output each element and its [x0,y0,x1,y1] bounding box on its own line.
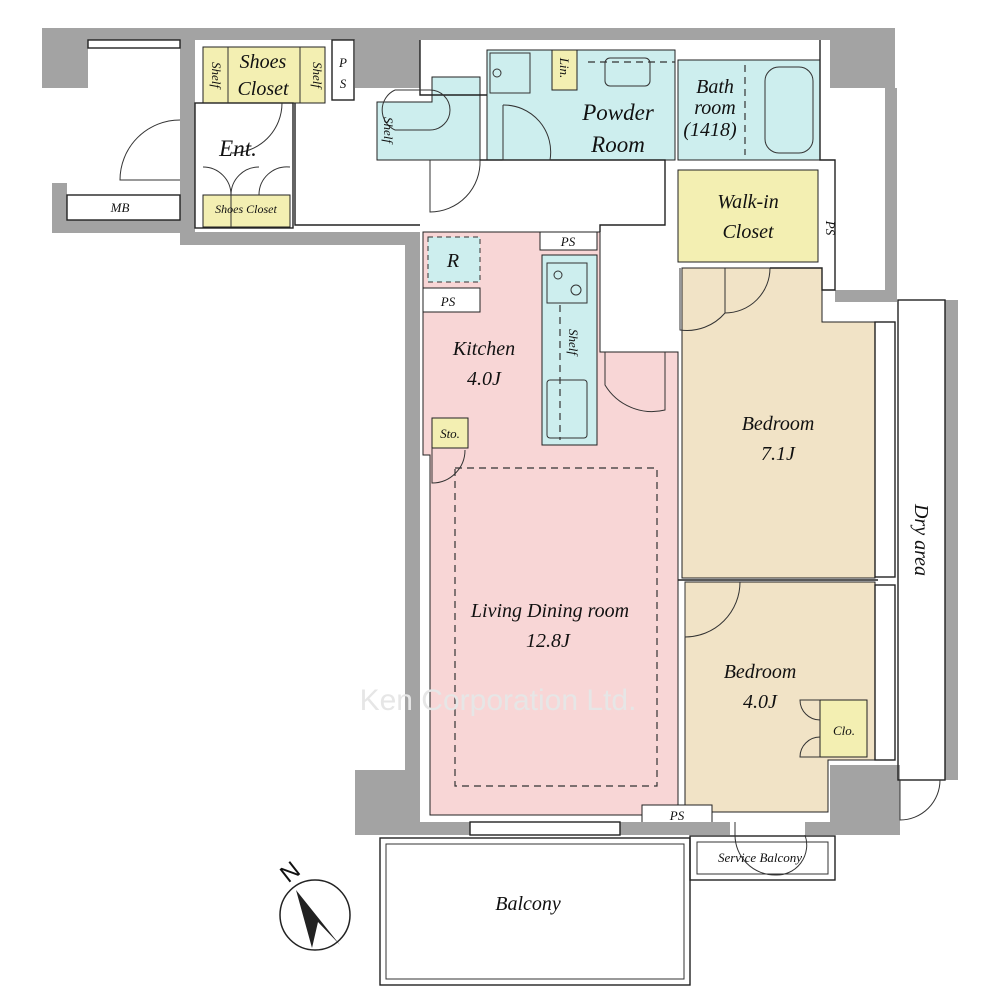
room-labels: Shoes Closet Shelf Shelf Shelf Shelf P S… [110,51,932,915]
kitchen-size: 4.0J [467,368,502,390]
shoes-closet-bottom [202,194,291,228]
kitchen-counter [541,254,598,446]
mb-label: MB [110,200,130,215]
living-dining-size: 12.8J [526,630,571,652]
balcony-label: Balcony [495,893,561,915]
shelf-label: Shelf [381,117,396,145]
shelf-label: Shelf [566,329,581,357]
shoes-closet-bottom-label: Shoes Closet [215,202,277,216]
ps-box-kitchen [539,231,598,251]
toilet-room [376,76,481,161]
ps-label: S [340,76,347,91]
storage-label: Sto. [440,426,460,441]
fixtures [66,39,946,986]
kitchen-label: Kitchen [452,338,515,360]
ps-box-left [422,287,481,313]
bathroom-label: Bath [696,76,734,98]
bedroom-1-size: 7.1J [761,443,796,465]
entrance-label: Ent. [218,136,257,161]
dry-area-label: Dry area [910,503,932,576]
refrigerator-label: R [446,250,459,272]
powder-room-label: Room [590,132,645,157]
storage-closet [431,417,469,449]
linen-closet [551,49,578,91]
walk-in-closet-label: Walk-in [717,191,778,213]
closet-label: Clo. [833,723,855,738]
linen-label: Lin. [557,57,572,79]
ps-label: PS [823,220,838,236]
refrigerator-space [427,236,481,283]
ps-label: P [338,55,347,70]
service-balcony-label: Service Balcony [718,850,802,865]
bathroom [677,59,821,161]
watermark: Ken Corporation Ltd. [360,684,637,717]
shelf-label: Shelf [310,62,325,90]
bedroom-2-label: Bedroom [724,661,797,683]
living-dining-label: Living Dining room [470,600,629,622]
powder-room [486,49,676,161]
shelf-label: Shelf [209,62,224,90]
room-fills [202,46,876,826]
ps-label: PS [560,234,576,249]
bathroom-label: (1418) [683,119,737,141]
north-arrow-icon [296,890,340,948]
shoes-closet-label: Closet [237,78,289,100]
bedroom-1-label: Bedroom [742,413,815,435]
powder-room-label: Powder [581,100,655,125]
shoes-closet-top [202,46,326,104]
closet [819,699,868,758]
walk-in-closet [677,169,819,263]
bedroom-2-size: 4.0J [743,691,778,713]
shoes-closet-label: Shoes [240,51,287,73]
north-compass: N [275,856,351,951]
walk-in-closet-label: Closet [722,221,774,243]
ps-label: PS [440,294,456,309]
bathroom-label: room [694,97,735,119]
walls [42,28,958,835]
ps-label: PS [669,808,685,823]
